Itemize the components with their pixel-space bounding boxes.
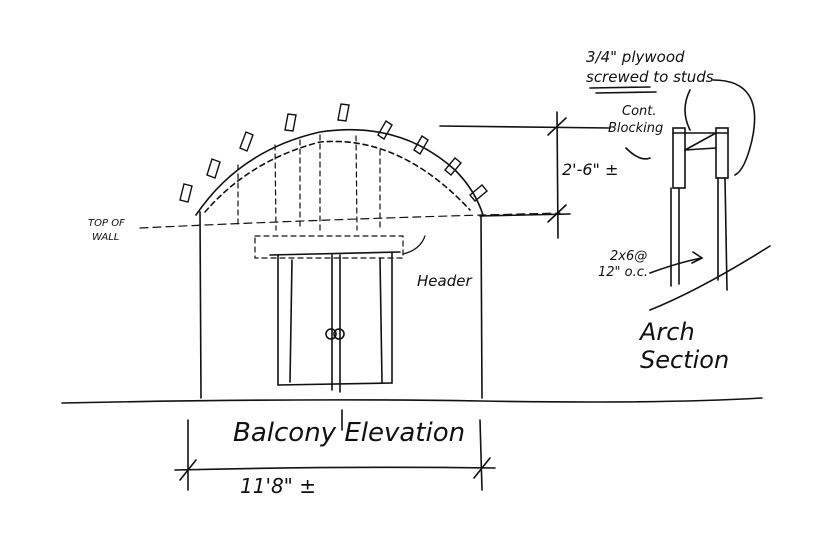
label-underline-2	[595, 91, 657, 94]
right-wall	[480, 214, 483, 399]
dashed-framing	[237, 134, 381, 231]
plywood-label-2: screwed to studs	[586, 68, 714, 86]
top-of-wall-line	[139, 212, 561, 229]
blocking-label: Cont.	[622, 104, 657, 119]
header-leader	[402, 235, 426, 255]
header-label: Header	[417, 272, 472, 290]
top-of-wall-label-2: WALL	[92, 232, 120, 243]
label-underline	[589, 86, 651, 89]
height-dimension	[439, 111, 611, 239]
french-doors	[269, 251, 401, 393]
left-wall	[199, 211, 202, 399]
ground-line	[61, 397, 763, 404]
drawing-title: Balcony Elevation	[233, 418, 466, 448]
studs-label: 2x6@	[610, 249, 648, 264]
width-dimension	[174, 409, 496, 491]
header-beam	[254, 235, 404, 259]
blocking-label-2: Blocking	[608, 121, 664, 136]
arch-height-dimension: 2'-6" ±	[562, 160, 619, 179]
arch	[195, 128, 484, 216]
rafter-tails	[179, 103, 488, 203]
width-dimension-label: 11'8" ±	[240, 474, 316, 498]
arch-section-title: Arch Section	[640, 318, 730, 374]
arch-section-drawing	[625, 79, 771, 311]
arch-inner	[204, 140, 471, 213]
studs-label-2: 12" o.c.	[598, 265, 649, 280]
top-of-wall-label: TOP OF	[88, 218, 125, 229]
plywood-label: 3/4" plywood	[586, 48, 685, 66]
